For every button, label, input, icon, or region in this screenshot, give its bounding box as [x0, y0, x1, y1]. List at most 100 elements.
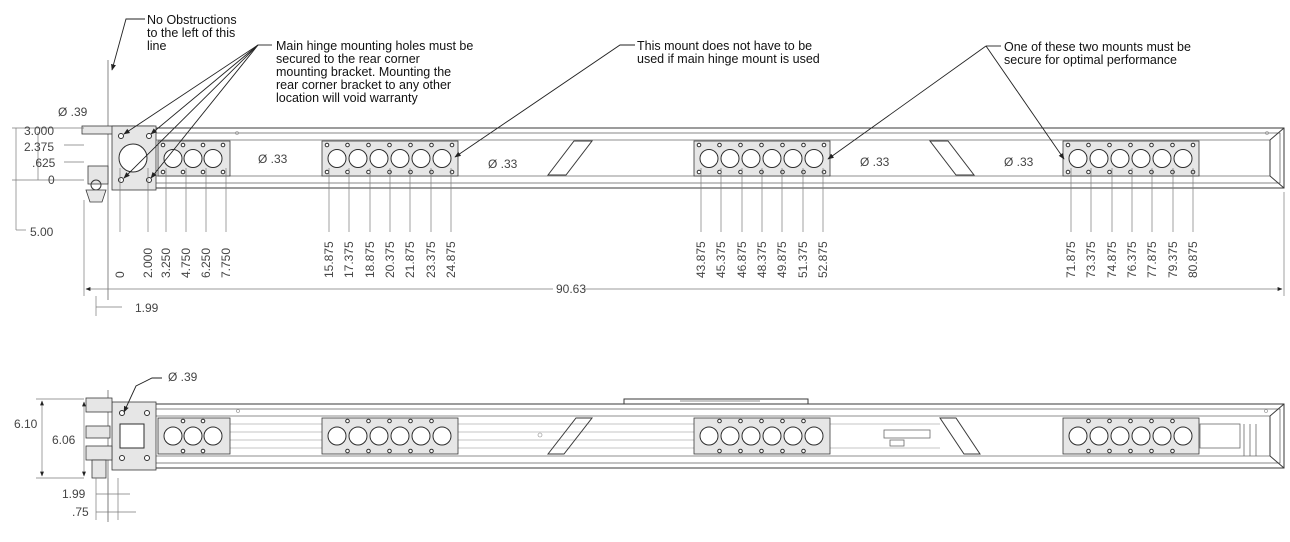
note-obstruction: No Obstructions to the left of this line — [147, 13, 240, 53]
small-hole — [1149, 169, 1154, 175]
mount-hole — [1152, 149, 1172, 168]
x-position-hinge-3: 4.750 — [179, 248, 193, 278]
x-position-group1-2: 18.875 — [363, 241, 377, 278]
side-offset: 1.99 — [62, 487, 86, 501]
small-hole — [366, 142, 371, 148]
x-position-hinge-5: 7.750 — [219, 248, 233, 278]
small-hole — [345, 142, 350, 148]
small-hole — [1107, 142, 1112, 148]
leader-hinge-1 — [123, 44, 259, 135]
small-hole — [1149, 418, 1154, 424]
x-position-group3-5: 79.375 — [1166, 241, 1180, 278]
mount-hole — [783, 426, 803, 446]
small-hole — [200, 169, 206, 175]
mount-hole — [411, 149, 431, 168]
mount-hole — [203, 149, 223, 168]
mount-hole — [1068, 426, 1088, 446]
small-hole — [759, 169, 764, 175]
note-optional-mount: This mount does not have to be used if m… — [637, 39, 820, 66]
x-position-group3-2: 74.875 — [1105, 241, 1119, 278]
small-hole — [408, 142, 413, 148]
small-hole — [780, 142, 785, 148]
mount-hole — [804, 149, 824, 168]
mount-hole — [1068, 149, 1088, 168]
x-position-group2-6: 52.875 — [816, 241, 830, 278]
small-hole — [160, 169, 166, 175]
mount-hole — [741, 426, 761, 446]
small-hole — [408, 169, 413, 175]
mount-hole — [762, 426, 782, 446]
side-height-inner: 6.06 — [52, 433, 76, 447]
top-view — [12, 60, 1285, 316]
small-hole — [387, 142, 392, 148]
x-position-group2-0: 43.875 — [694, 241, 708, 278]
mount-hole — [327, 149, 347, 168]
mount-diameter-4: Ø .33 — [1004, 155, 1034, 169]
small-hole — [780, 169, 785, 175]
note-two-mounts: One of these two mounts must be secure f… — [1004, 40, 1194, 67]
side-brace-right — [939, 417, 981, 455]
mount-hole — [390, 426, 410, 446]
small-hole — [180, 418, 186, 424]
mount-diameter-1: Ø .33 — [258, 152, 288, 166]
small-hole — [801, 448, 806, 454]
small-hole — [1107, 169, 1112, 175]
leader-optional-mount — [454, 44, 635, 158]
mount-hole — [1131, 426, 1151, 446]
small-hole — [220, 142, 226, 148]
x-position-group1-1: 17.375 — [342, 241, 356, 278]
note-hinge: Main hinge mounting holes must be secure… — [276, 39, 477, 105]
x-position-group1-0: 15.875 — [322, 241, 336, 278]
small-hole — [780, 418, 785, 424]
small-hole — [429, 169, 434, 175]
small-hole — [801, 418, 806, 424]
small-hole — [387, 169, 392, 175]
small-hole — [738, 142, 743, 148]
side-view — [36, 377, 1285, 522]
mount-hole — [183, 426, 203, 446]
leader-hinge-3 — [123, 44, 259, 179]
small-hole — [780, 448, 785, 454]
small-hole — [1086, 142, 1091, 148]
mount-hole — [183, 149, 203, 168]
small-hole — [449, 142, 455, 148]
side-offset-small: .75 — [72, 505, 89, 519]
hinge-hole-diameter: Ø .39 — [58, 105, 88, 119]
small-hole — [717, 418, 722, 424]
small-hole — [1107, 418, 1112, 424]
x-position-group1-5: 23.375 — [424, 241, 438, 278]
x-position-group2-5: 51.375 — [796, 241, 810, 278]
mount-hole — [432, 149, 452, 168]
dim-3-000: 3.000 — [24, 124, 54, 138]
small-hole — [1065, 142, 1071, 148]
mount-hole — [163, 149, 183, 168]
mount-hole — [411, 426, 431, 446]
small-hole — [738, 448, 743, 454]
side-brace-left — [546, 417, 594, 455]
mount-hole — [369, 149, 389, 168]
leader-hinge-2 — [150, 44, 259, 135]
small-hole — [1170, 418, 1175, 424]
x-position-group2-4: 49.875 — [775, 241, 789, 278]
small-hole — [429, 142, 434, 148]
small-hole — [717, 142, 722, 148]
small-hole — [801, 142, 806, 148]
small-hole — [1065, 169, 1071, 175]
x-position-group2-1: 45.375 — [714, 241, 728, 278]
small-hole — [180, 169, 186, 175]
side-hole-diameter: Ø .39 — [168, 370, 198, 384]
small-hole — [759, 448, 764, 454]
small-hole — [324, 142, 330, 148]
small-hole — [180, 448, 186, 454]
dim-2-375: 2.375 — [24, 140, 54, 154]
leader-side-hole — [123, 377, 162, 413]
small-hole — [366, 448, 371, 454]
small-hole — [1149, 142, 1154, 148]
dim-zero-y: 0 — [48, 173, 55, 187]
mount-hole — [1110, 426, 1130, 446]
mount-hole — [203, 426, 223, 446]
x-position-group1-6: 24.875 — [444, 241, 458, 278]
x-position-group3-1: 73.375 — [1084, 241, 1098, 278]
small-hole — [429, 418, 434, 424]
